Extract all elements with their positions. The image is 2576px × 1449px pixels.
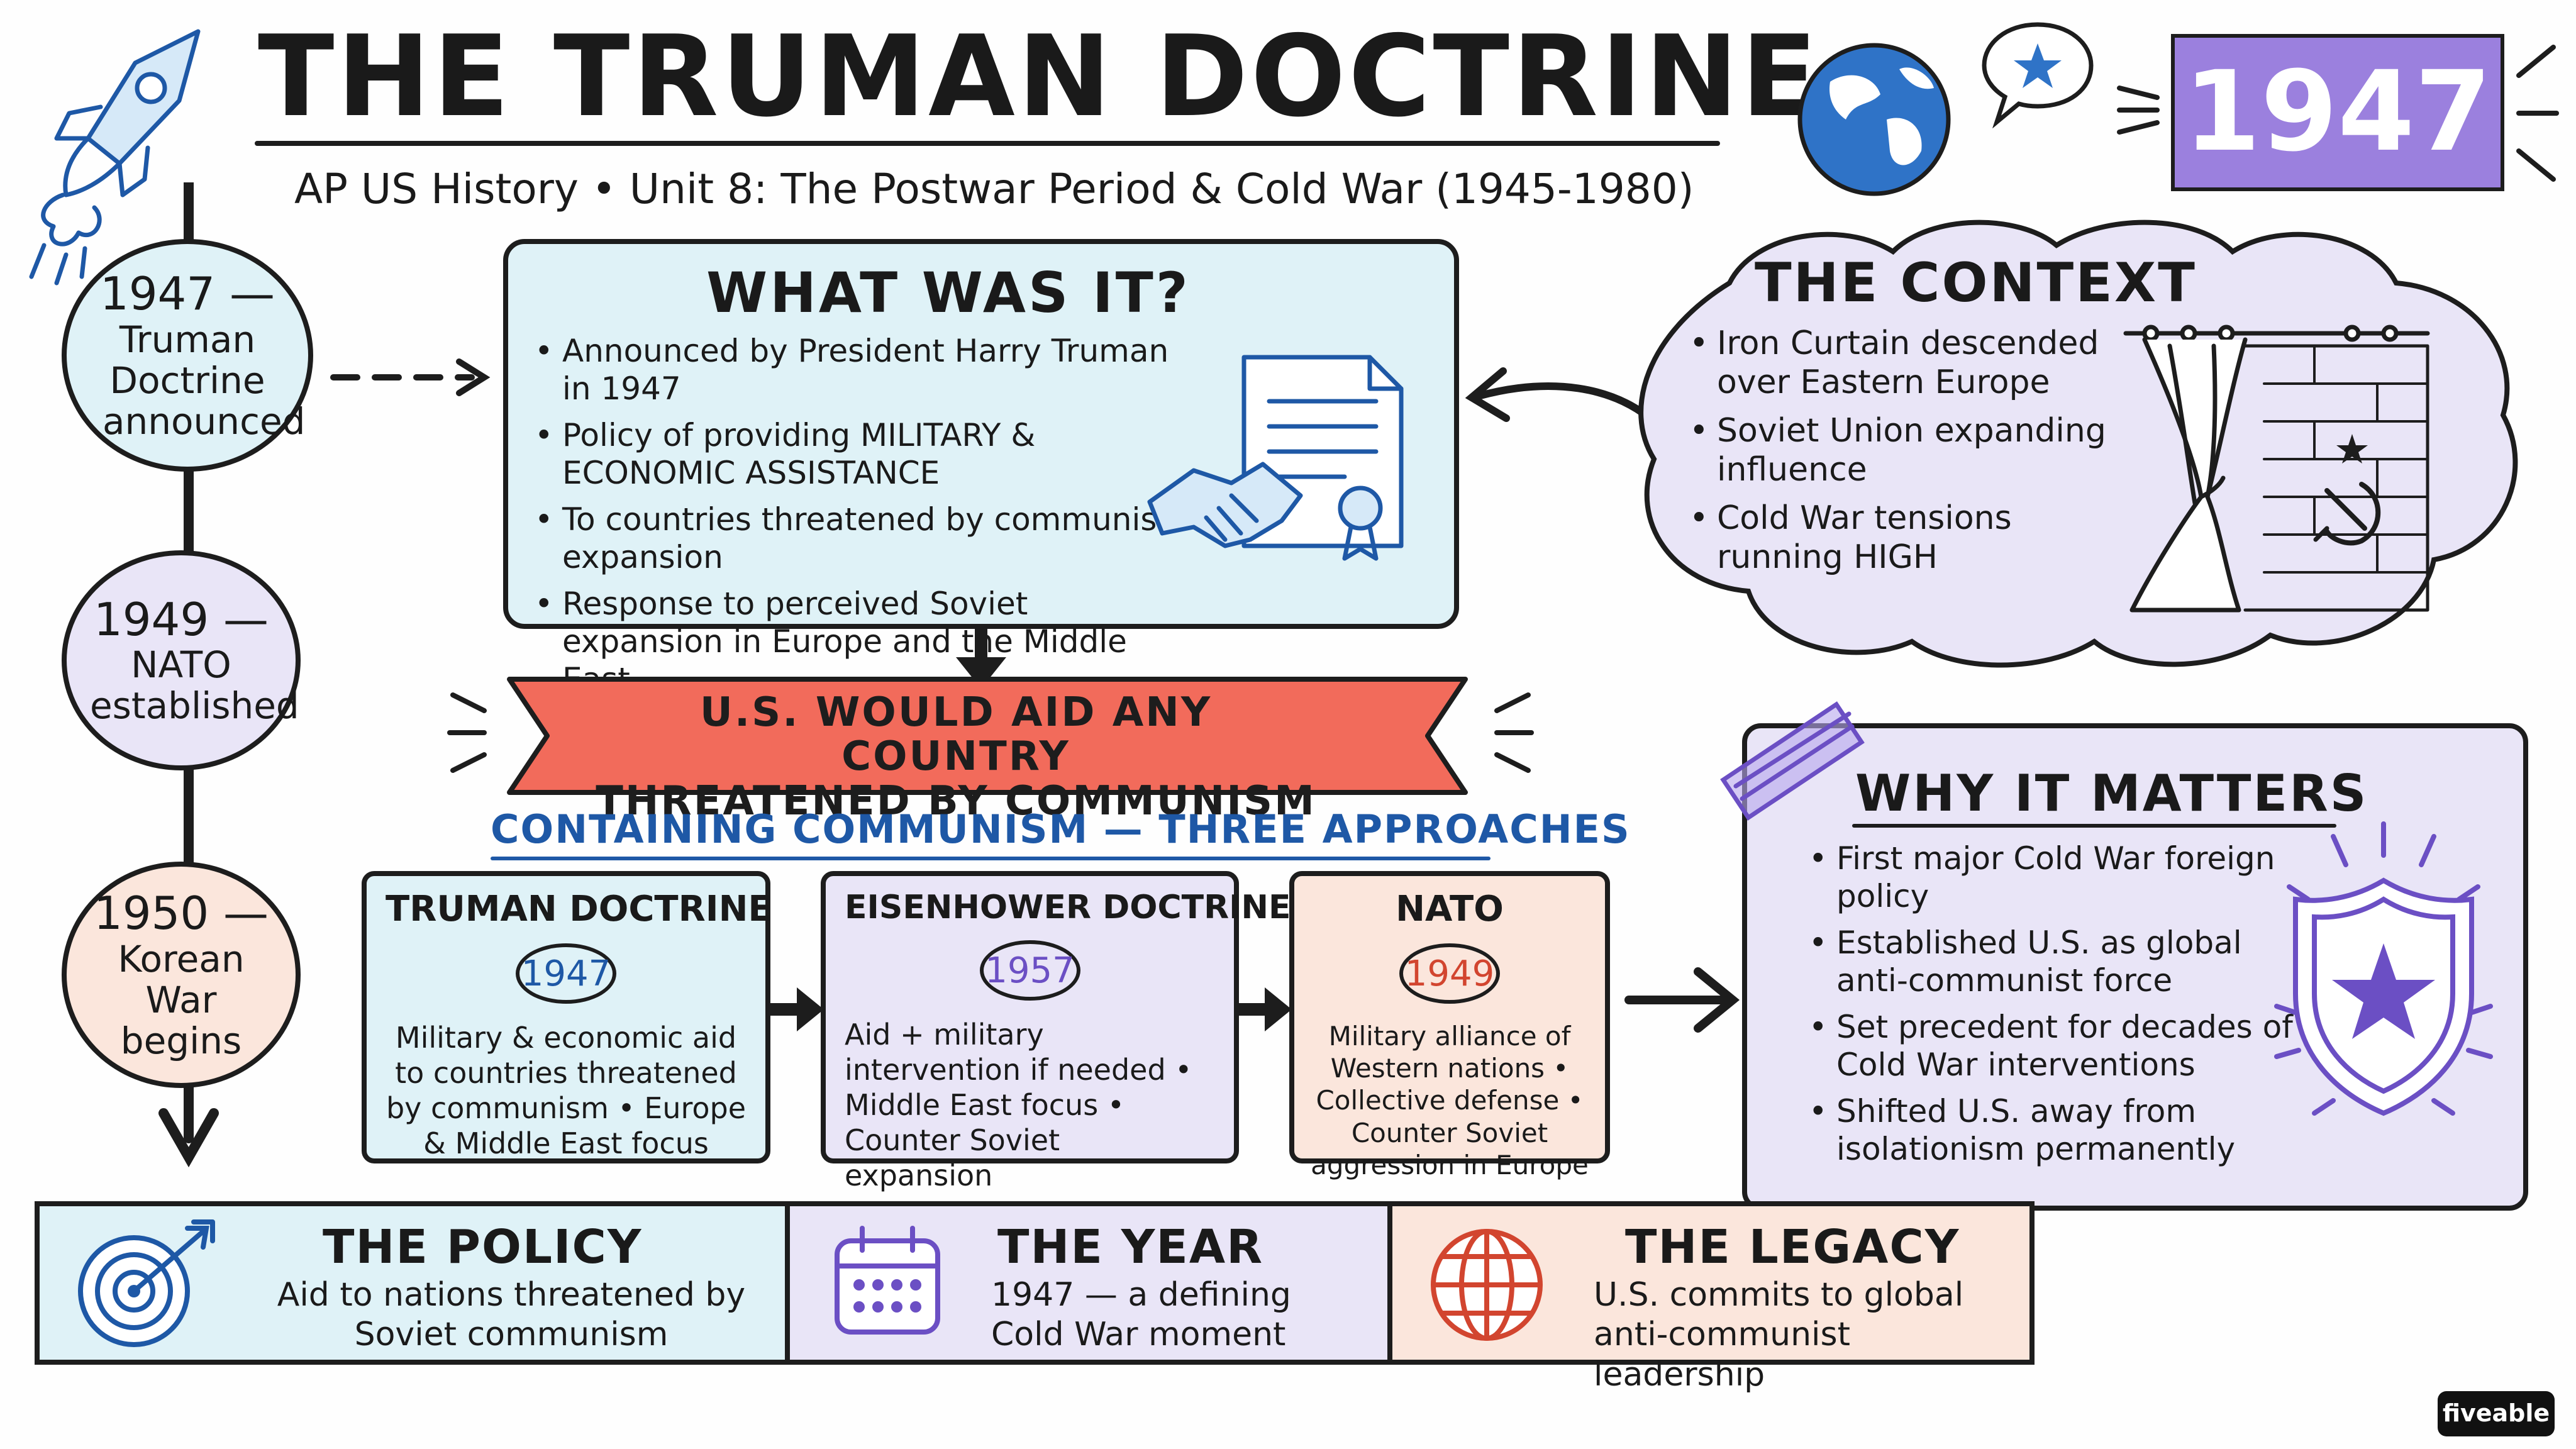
list-item: Iron Curtain descended over Eastern Euro…: [1685, 324, 2126, 402]
page-title: THE TRUMAN DOCTRINE: [258, 11, 1820, 142]
timeline-label: Korean War begins: [118, 937, 245, 1062]
approach-card-truman: TRUMAN DOCTRINE 1947 Military & economic…: [362, 871, 772, 1163]
list-item: Cold War tensions running HIGH: [1685, 499, 2126, 577]
rocket-icon: [29, 29, 201, 286]
list-item: Set precedent for decades of Cold War in…: [1805, 1008, 2296, 1084]
card-title: NATO: [1396, 889, 1504, 930]
timeline-label: Truman Doctrine announced: [103, 318, 306, 443]
approaches-heading: CONTAINING COMMUNISM — THREE APPROACHES: [491, 806, 1631, 852]
list-item: Policy of providing MILITARY & ECONOMIC …: [531, 416, 1185, 492]
year-badge: 1947: [2171, 34, 2504, 191]
why-list: First major Cold War foreign policy Esta…: [1805, 840, 2296, 1177]
document-handshake-icon: [1147, 355, 1404, 561]
tape-icon: [1720, 701, 1865, 821]
year-pill: 1949: [1399, 943, 1500, 1004]
approaches-underline: [491, 857, 1491, 860]
summary-year: THE YEAR 1947 — a defining Cold War mome…: [790, 1206, 1392, 1360]
card-body: Military & economic aid to countries thr…: [386, 1021, 747, 1161]
ribbon-banner: [507, 677, 1468, 795]
timeline-item-1950: 1950 — Korean War begins: [62, 862, 301, 1088]
card-title: EISENHOWER DOCTRINE: [845, 889, 1291, 926]
summary-text: Aid to nations threatened by Soviet comm…: [277, 1276, 746, 1354]
shield-star-icon: [2274, 821, 2493, 1116]
list-item: Established U.S. as global anti-communis…: [1805, 924, 2296, 999]
why-title: WHY IT MATTERS: [1855, 764, 2368, 823]
list-item: Announced by President Harry Truman in 1…: [531, 332, 1185, 408]
sparkle-lines-icon: [2117, 86, 2160, 135]
right-arrow: [769, 987, 824, 1031]
calendar-icon: [835, 1226, 940, 1335]
summary-text: 1947 — a defining Cold War moment: [991, 1276, 1291, 1354]
context-list: Iron Curtain descended over Eastern Euro…: [1685, 324, 2126, 586]
summary-title: THE LEGACY: [1625, 1220, 1960, 1274]
page-subtitle: AP US History • Unit 8: The Postwar Peri…: [294, 165, 1694, 213]
summary-policy: THE POLICY Aid to nations threatened by …: [40, 1206, 790, 1360]
list-item: To countries threatened by communist exp…: [531, 501, 1185, 576]
down-arrow: [956, 626, 1006, 689]
globe-icon: [1431, 1229, 1543, 1341]
summary-legacy: THE LEGACY U.S. commits to global anti-c…: [1392, 1206, 2029, 1394]
dashed-arrow: [330, 358, 491, 396]
bottom-summary-strip: THE POLICY Aid to nations threatened by …: [35, 1201, 2035, 1394]
timeline-year: 1950 —: [93, 887, 269, 940]
what-was-it-box: WHAT WAS IT? Announced by President Harr…: [503, 239, 1459, 697]
brand-logo: fiveable: [2438, 1391, 2555, 1436]
year-pill: 1957: [979, 940, 1080, 1001]
approach-card-eisenhower: EISENHOWER DOCTRINE 1957 Aid + military …: [821, 871, 1291, 1192]
globe-icon: [1797, 43, 1951, 196]
banner-line-2: THREATENED BY COMMUNISM: [596, 777, 1316, 824]
sparkle-lines-icon: [447, 692, 487, 773]
list-item: Soviet Union expanding influence: [1685, 411, 2126, 490]
timeline-label: NATO established: [90, 643, 299, 728]
right-arrow: [1236, 987, 1292, 1031]
list-item: Shifted U.S. away from isolationism perm…: [1805, 1092, 2296, 1168]
sparkle-lines-icon: [1494, 692, 1534, 773]
title-underline: [255, 141, 1720, 146]
banner-text: U.S. WOULD AID ANY COUNTRY THREATENED BY…: [579, 691, 1333, 823]
summary-title: THE POLICY: [323, 1220, 643, 1274]
approach-card-nato: NATO 1949 Military alliance of Western n…: [1289, 871, 1610, 1180]
iron-curtain-icon: [2123, 325, 2430, 613]
year-pill: 1947: [516, 943, 616, 1004]
timeline-year: 1947 —: [99, 267, 275, 321]
summary-text: U.S. commits to global anti-communist le…: [1594, 1276, 1964, 1394]
timeline-item-1949: 1949 — NATO established: [62, 550, 301, 770]
timeline-item-1947: 1947 — Truman Doctrine announced: [62, 239, 313, 472]
speech-bubble-star-icon: [1982, 22, 2094, 128]
target-icon: [78, 1219, 215, 1347]
what-was-it-title: WHAT WAS IT?: [706, 260, 1191, 325]
card-body: Aid + military intervention if needed • …: [845, 1018, 1192, 1193]
right-arrow: [1624, 967, 1740, 1033]
what-was-it-list: Announced by President Harry Truman in 1…: [531, 332, 1185, 707]
context-title: THE CONTEXT: [1755, 252, 2197, 314]
sparkle-lines-icon: [2516, 45, 2559, 182]
banner-line-1: U.S. WOULD AID ANY COUNTRY: [699, 689, 1213, 780]
list-item: First major Cold War foreign policy: [1805, 840, 2296, 915]
card-title: TRUMAN DOCTRINE: [386, 889, 772, 930]
summary-title: THE YEAR: [997, 1220, 1264, 1274]
why-underline: [1852, 824, 2336, 828]
timeline-year: 1949 —: [93, 592, 269, 646]
card-body: Military alliance of Western nations • C…: [1311, 1021, 1589, 1180]
